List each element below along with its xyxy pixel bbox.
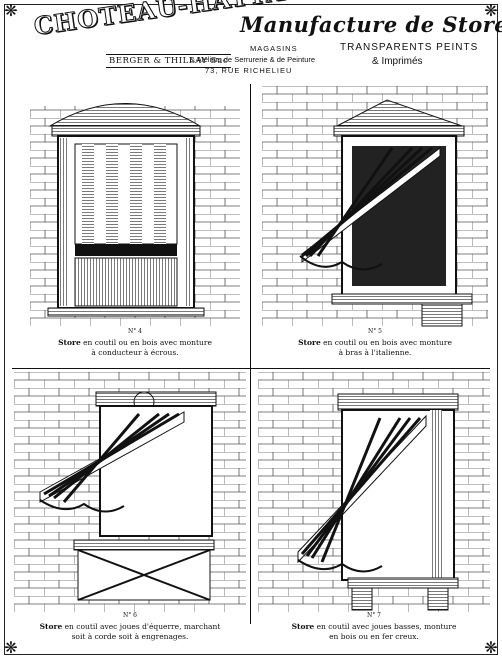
manufacture-title: Manufacture de Stores [240,12,502,37]
panel-number: N° 6 [123,612,137,619]
divider-vertical [250,84,251,624]
divider-horizontal [12,368,490,369]
address-label: 73, RUE RICHELIEU [205,66,293,75]
store-6-illustration [14,372,246,612]
fleuron-icon: ❋ [484,638,498,657]
panel-store-4: N° 4 Store en coutil ou en bois avec mon… [30,86,240,368]
page-border [4,4,498,655]
fleuron-icon: ❋ [484,1,498,20]
fleuron-icon: ❋ [4,638,18,657]
panel-caption: Store en coutil avec joues basses, montu… [291,622,457,641]
store-5-illustration [262,86,488,327]
panel-number: N° 4 [128,328,142,335]
store-4-illustration [30,103,240,326]
brand-logo: CHOTEAU-HATTAT BERGER & THILLAY Suc [32,0,305,72]
store-7-illustration [258,372,490,612]
panel-store-6: N° 6 Store en coutil avec joues d'équerr… [14,372,246,652]
panel-number: N° 5 [368,328,382,335]
magasins-label: MAGASINS [250,44,298,53]
panel-store-5: N° 5 Store en coutil ou en bois avec mon… [262,86,488,368]
fleuron-icon: ❋ [4,1,18,20]
panel-store-7: N° 7 Store en coutil avec joues basses, … [258,372,490,652]
panel-caption: Store en coutil ou en bois avec monture … [58,338,212,357]
panel-caption: Store en coutil ou en bois avec monture … [298,338,452,357]
brand-subtitle: BERGER & THILLAY Suc [106,54,232,68]
ateliers-label: & Ateliers de Serrurerie & de Peinture [190,55,316,64]
transparents-label: TRANSPARENTS PEINTS [340,42,479,53]
panel-caption: Store en coutil avec joues d'équerre, ma… [39,622,221,641]
panel-number: N° 7 [367,612,381,619]
imprimes-label: & Imprimés [372,56,423,67]
